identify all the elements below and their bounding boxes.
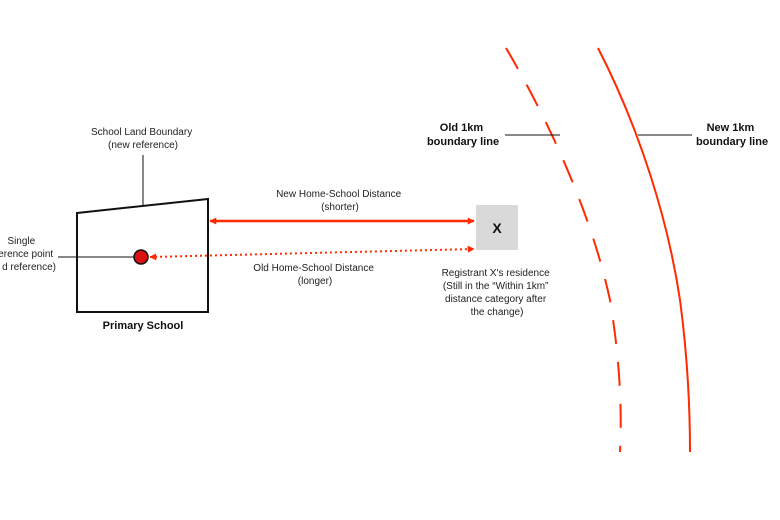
residence-label: Registrant X's residence (Still in the “… — [442, 268, 553, 318]
land-boundary-label: School Land Boundary (new reference) — [91, 127, 195, 151]
old-distance-label: Old Home-School Distance (longer) — [253, 263, 376, 287]
single-reference-point-marker — [133, 249, 149, 265]
old-distance-arrow — [149, 245, 475, 261]
residence-x-box — [476, 205, 518, 250]
primary-school-label: Primary School — [103, 320, 184, 332]
new-1km-boundary-line — [597, 47, 691, 453]
new-distance-label: New Home-School Distance (shorter) — [276, 189, 404, 213]
new-boundary-label: New 1km boundary line — [696, 122, 768, 148]
residence-x-marker: X — [492, 220, 502, 236]
old-boundary-label: Old 1km boundary line — [427, 122, 499, 148]
old-1km-boundary-line — [505, 47, 622, 453]
reference-point-label: Single erence point d reference) — [0, 236, 56, 273]
